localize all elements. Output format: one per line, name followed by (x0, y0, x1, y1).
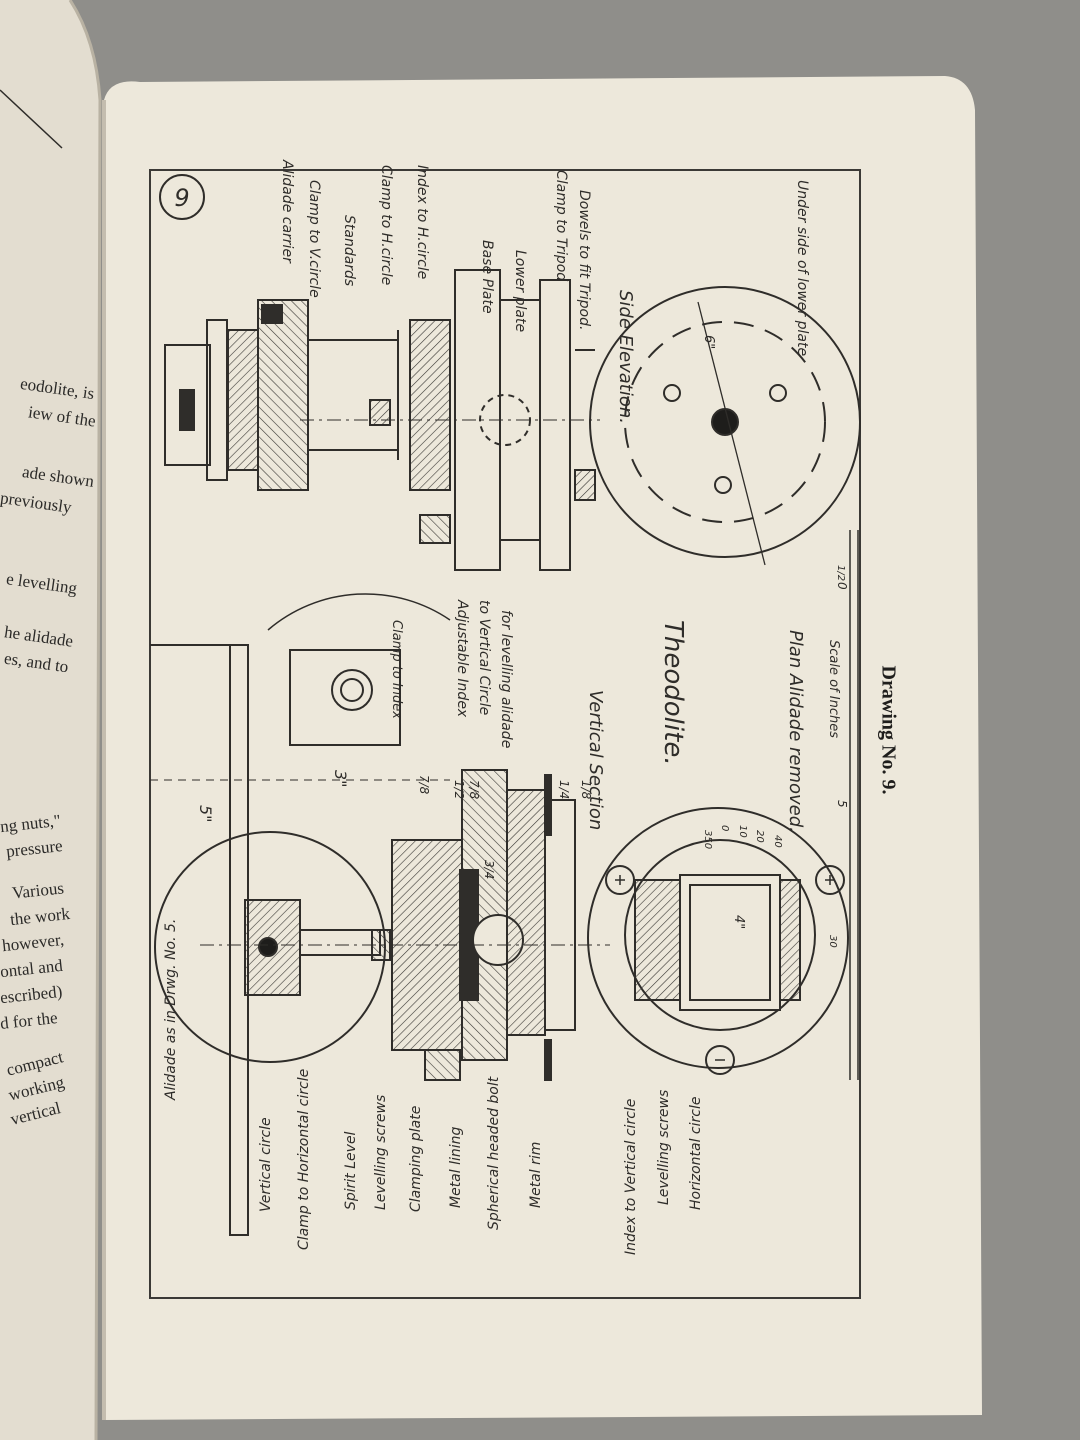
title-plan: Plan Alidade removed. (785, 630, 806, 833)
label-horizontal-circle: Horizontal circle (688, 1097, 704, 1210)
label-index-h-circle: Index to H.circle (414, 165, 430, 279)
drawing-number: 9 (174, 184, 189, 212)
label-clamp-tripod: Clamp to Tripod (553, 170, 569, 281)
label-clamp-horizontal-circle: Clamp to Horizontal circle (296, 1069, 312, 1250)
label-spirit-level: Spirit Level (343, 1131, 359, 1210)
label-dowels: Dowels to fit Tripod. (576, 190, 592, 330)
dimension-3in: 3" (331, 770, 350, 788)
dimension-1-2: 1/2 (452, 780, 466, 799)
dimension-1-4: 1/4 (557, 780, 571, 799)
dimension-5in: 5" (196, 805, 215, 823)
scale-mark-half: 1/2 (835, 565, 846, 581)
label-to-vertical-circle: to Vertical Circle (476, 600, 492, 715)
degree-20: 20 (754, 830, 765, 843)
label-clamp-to-index: Clamp to Index (389, 620, 404, 719)
label-alidade-as-in: Alidade as in Drwg. No. 5. (163, 919, 179, 1101)
label-clamp-h-circle: Clamp to H.circle (378, 165, 394, 285)
drawing-labels: Alidade carrier Clamp to V.circle Standa… (163, 159, 849, 1255)
label-spherical-bolt: Spherical headed bolt (486, 1076, 502, 1230)
label-base-plate: Base Plate (479, 240, 495, 314)
dimension-3-4: 3/4 (482, 860, 496, 879)
label-vertical-circle: Vertical circle (258, 1117, 274, 1212)
drawing-caption-box: Drawing No. 9. (858, 650, 918, 810)
scale-label: Scale of Inches (826, 640, 841, 738)
left-page (0, 0, 102, 1440)
dimension-7-8: 7/8 (417, 775, 431, 795)
dimension-4in: 4" (731, 915, 746, 929)
degree-30: 30 (827, 935, 838, 948)
scale-bar (849, 530, 859, 1080)
label-adjustable-index: Adjustable Index (454, 599, 470, 718)
label-clamp-v-circle: Clamp to V.circle (306, 180, 322, 298)
plan-view (587, 807, 849, 1075)
label-index-vertical-circle: Index to Vertical circle (623, 1099, 639, 1255)
drawing-caption: Drawing No. 9. (877, 665, 900, 795)
dimension-7-8-b: 7/8 (467, 780, 481, 800)
title-vertical-section: Vertical Section (585, 690, 606, 830)
side-elevation-view (164, 269, 600, 571)
label-levelling-screws: Levelling screws (373, 1095, 389, 1210)
drawing-title: Theodolite. (658, 620, 688, 766)
right-page (102, 76, 982, 1420)
degree-350: 350 (702, 830, 713, 849)
vertical-section-view (150, 593, 610, 1236)
dimension-1-8: 1/8 (579, 780, 593, 800)
degree-0: 0 (719, 825, 730, 831)
degree-40: 40 (772, 835, 783, 848)
scale-mark-5: 5 (835, 800, 849, 808)
label-alidade-carrier: Alidade carrier (279, 159, 295, 264)
title-side-elevation: Side Elevation. (615, 290, 636, 424)
label-underside-lower-plate: Under side of lower plate (794, 180, 810, 356)
label-metal-lining: Metal lining (448, 1126, 464, 1208)
label-standards: Standards (341, 215, 357, 286)
label-metal-rim: Metal rim (528, 1142, 544, 1208)
degree-10: 10 (737, 825, 748, 838)
scale-mark-0: 0 (835, 582, 849, 590)
label-levelling-alidade: for levelling alidade (498, 610, 514, 748)
drawing-border (149, 169, 861, 1299)
label-lower-plate: Lower plate (512, 250, 528, 332)
label-levelling-screws-2: Levelling screws (656, 1090, 672, 1205)
dimension-6in: 6" (701, 335, 716, 349)
label-clamping-plate: Clamping plate (408, 1106, 424, 1212)
lower-plate-underside-view (589, 286, 861, 566)
drawing-number-circle (159, 174, 205, 220)
